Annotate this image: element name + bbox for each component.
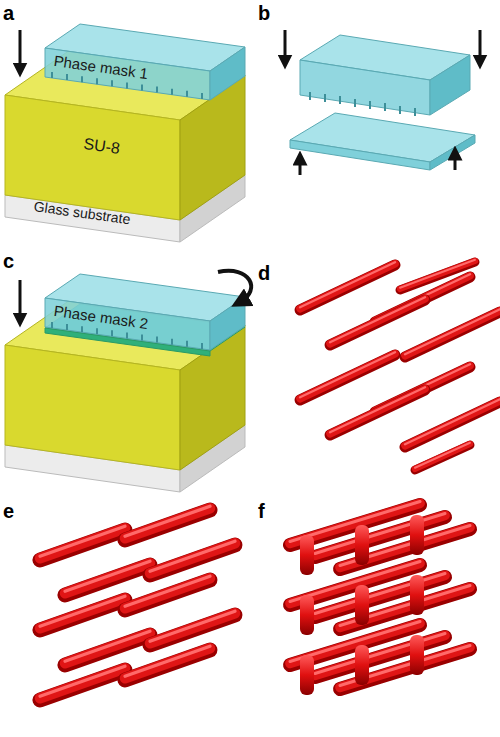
grating-tooth	[126, 82, 128, 88]
block-face	[45, 48, 210, 100]
grating-tooth	[81, 76, 83, 82]
rod-highlight	[330, 297, 425, 342]
rod-highlight	[65, 631, 150, 661]
rod-highlight	[405, 309, 500, 354]
rod-highlight	[300, 352, 395, 397]
rod-highlight	[40, 596, 125, 626]
grating-tooth	[96, 328, 98, 334]
exposure-setup-c	[5, 271, 251, 492]
rod	[400, 261, 475, 289]
grating-tooth	[141, 335, 143, 341]
lattice-post	[410, 515, 424, 555]
lattice-post	[355, 645, 369, 685]
rod	[40, 528, 125, 558]
grating-tooth	[156, 337, 158, 343]
exposure-setup-a	[5, 24, 245, 242]
block-face	[5, 345, 180, 470]
rod-highlight	[330, 387, 425, 432]
rod	[405, 311, 500, 356]
grating-tooth	[96, 78, 98, 84]
rod	[330, 299, 425, 344]
press-arrow	[19, 280, 22, 320]
rod-highlight	[405, 399, 500, 444]
lattice-post	[300, 595, 314, 635]
lattice-post	[300, 655, 314, 695]
rod-highlight	[125, 646, 210, 676]
structure-e	[40, 506, 235, 700]
panel-letter: d	[258, 262, 270, 284]
grating-tooth	[81, 326, 83, 332]
rod-highlight	[150, 611, 235, 641]
rod	[125, 508, 210, 538]
grating-tooth	[186, 341, 188, 347]
grating-tooth	[66, 324, 68, 330]
panel-letter: b	[258, 2, 270, 24]
block-face	[210, 47, 245, 100]
grating-tooth	[111, 80, 113, 86]
lattice-post	[355, 525, 369, 565]
rod	[415, 444, 470, 469]
rod-highlight	[415, 443, 470, 468]
rod-highlight	[65, 561, 150, 591]
rod-highlight	[400, 260, 475, 288]
lattice-post	[410, 575, 424, 615]
rod	[65, 563, 150, 593]
rod	[65, 633, 150, 663]
rod	[125, 648, 210, 678]
grating-tooth	[156, 87, 158, 93]
lattice-post	[410, 635, 424, 675]
panel-letter: e	[3, 500, 14, 522]
panel-letter: c	[3, 250, 14, 272]
grating-tooth	[171, 89, 173, 95]
rod-highlight	[340, 586, 470, 626]
rod-highlight	[340, 526, 470, 566]
lattice-post	[355, 585, 369, 625]
grating-tooth	[141, 85, 143, 91]
rod	[40, 668, 125, 698]
rod-highlight	[40, 526, 125, 556]
rod-highlight	[125, 576, 210, 606]
rod	[150, 543, 235, 573]
grating-tooth	[126, 332, 128, 338]
rod	[40, 598, 125, 628]
structure-d	[300, 260, 500, 470]
lattice-post	[300, 535, 314, 575]
grating-tooth	[111, 330, 113, 336]
grating-tooth	[201, 93, 203, 99]
rod	[405, 401, 500, 446]
rotate-arrow	[218, 271, 251, 302]
rod-highlight	[340, 646, 470, 686]
rod-highlight	[300, 262, 395, 307]
grating-tooth	[51, 322, 53, 328]
rod	[300, 264, 395, 309]
rod	[150, 613, 235, 643]
structure-f	[290, 502, 470, 696]
grating-tooth	[66, 74, 68, 80]
rod-highlight	[150, 541, 235, 571]
grating-tooth	[171, 339, 173, 345]
rod	[330, 389, 425, 434]
grating-tooth	[201, 343, 203, 349]
grating-tooth	[186, 91, 188, 97]
rod-highlight	[40, 666, 125, 696]
block-face	[5, 95, 180, 220]
rod	[300, 354, 395, 399]
mask-assembly	[285, 30, 480, 175]
panel-letter: f	[258, 500, 265, 522]
rod-highlight	[125, 506, 210, 536]
block-face	[210, 297, 245, 350]
block-face	[45, 298, 210, 350]
panel-letter: a	[3, 2, 14, 24]
press-arrow	[19, 30, 22, 70]
rod	[125, 578, 210, 608]
grating-tooth	[51, 72, 53, 78]
